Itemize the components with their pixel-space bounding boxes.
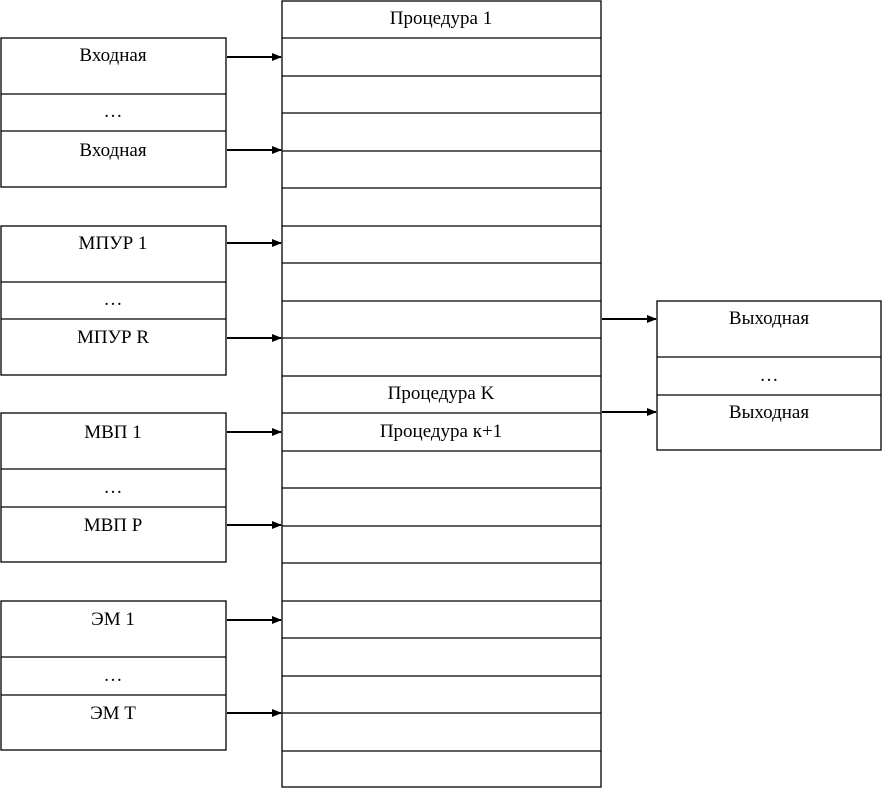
input-arrows [227,53,282,717]
input-group-ellipsis: … [104,665,123,686]
input-group-bottom-label: МВП P [84,515,143,536]
output-group: Выходная … Выходная [656,300,882,451]
output-arrows [602,315,657,416]
procedure-1-label: Процедура 1 [390,8,492,29]
input-group-ellipsis: … [104,101,123,122]
input-group-box [0,225,227,376]
input-group-bottom-label: Входная [79,140,146,161]
input-group-box [0,412,227,563]
procedure-column: Процедура 1 Процедура K Процедура к+1 [281,0,602,788]
input-group-ellipsis: … [104,477,123,498]
output-group-ellipsis: … [760,365,779,386]
output-group-top-label: Выходная [729,308,809,329]
input-group-top-label: МПУР 1 [79,233,148,254]
procedure-k-label: Процедура K [388,383,495,404]
input-group-mpur: МПУР 1 … МПУР R [0,225,227,376]
output-group-box [656,300,882,451]
input-group-input-vars: Входная … Входная [0,37,227,188]
input-group-top-label: ЭМ 1 [91,609,135,630]
input-group-bottom-label: МПУР R [77,327,149,348]
input-group-top-label: МВП 1 [84,422,142,443]
procedure-row-dividers [282,37,601,752]
input-group-ellipsis: … [104,289,123,310]
output-group-bottom-label: Выходная [729,402,809,423]
input-group-em: ЭМ 1 … ЭМ T [0,600,227,751]
input-group-bottom-label: ЭМ T [90,703,136,724]
procedure-column-border [281,0,602,788]
procedure-k-plus-1-label: Процедура к+1 [380,421,502,442]
input-group-top-label: Входная [79,45,146,66]
input-group-box [0,600,227,751]
input-group-box [0,37,227,188]
input-group-mvp: МВП 1 … МВП P [0,412,227,563]
